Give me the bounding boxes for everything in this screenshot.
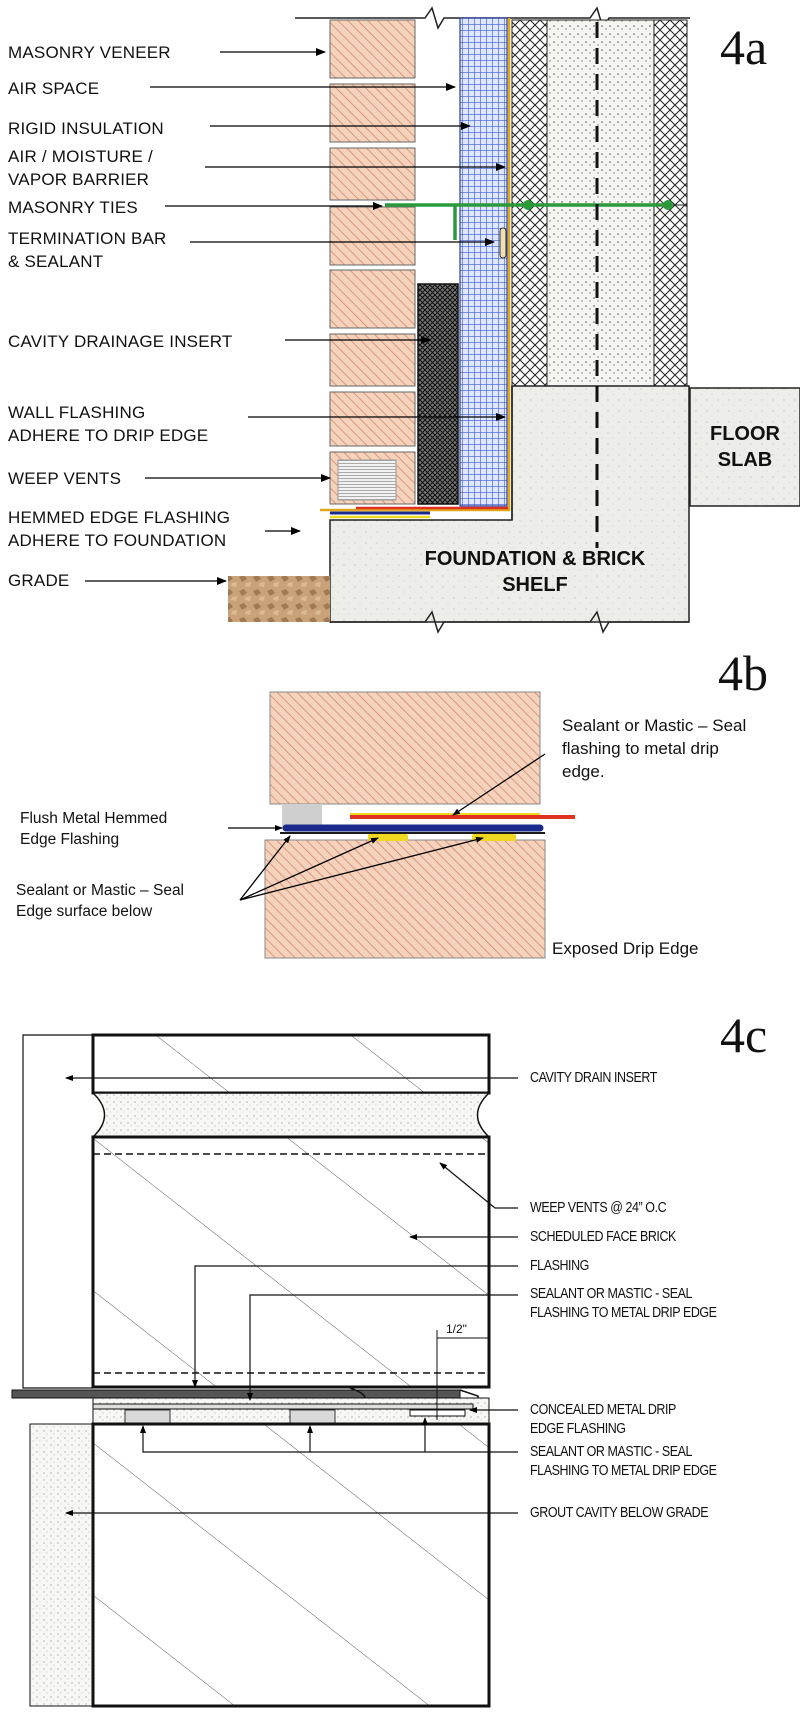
panel-4a-id: 4a [720,19,768,75]
panel-4b-leaders [228,753,546,901]
rigid-insulation [459,17,508,507]
label-cavity-drainage: CAVITY DRAINAGE INSERT [8,332,233,351]
sealant-bead [472,834,516,841]
label-sealant-bottom-4b: Sealant or Mastic – Seal Edge surface be… [16,882,185,920]
label-flush-metal-4b: Flush Metal Hemmed Edge Flashing [20,810,168,848]
label-hemmed-edge: HEMMED EDGE FLASHING ADHERE TO FOUNDATIO… [8,508,231,550]
label-sealant-1-4c: SEALANT OR MASTIC - SEAL FLASHING TO MET… [530,1286,717,1321]
label-cavity-drain-4c: CAVITY DRAIN INSERT [530,1070,657,1086]
foundation-label: FOUNDATION & BRICK SHELF [424,548,646,596]
label-sealant-top-4b: Sealant or Mastic – Seal flashing to met… [562,716,747,781]
upper-brick [269,691,541,805]
sealant-pad [124,1409,171,1425]
panel-4b [228,691,575,959]
wall-flashing [330,506,508,519]
panel-4b-id: 4b [718,645,768,701]
dimension-label-4c: 1/2" [446,1322,467,1336]
panel-4a [85,6,800,634]
lower-brick [264,839,546,959]
label-barrier: AIR / MOISTURE / VAPOR BARRIER [8,147,153,189]
backup-wall-core [546,19,655,387]
cavity-outline [22,1034,93,1389]
bottom-break-line [330,610,689,634]
weep-vent [337,459,397,501]
label-face-brick-4c: SCHEDULED FACE BRICK [530,1229,676,1245]
grout-cavity [29,1423,93,1707]
cavity-drainage-insert [417,283,459,505]
label-exposed-drip-4b: Exposed Drip Edge [552,939,699,958]
label-termination-bar: TERMINATION BAR & SEALANT [8,229,167,271]
sealant-bead-left [282,804,322,828]
masonry-veneer-bricks [329,19,416,505]
panel-4c-leaders [65,1075,518,1516]
panel-4a-leaders [85,48,506,585]
label-wall-flashing: WALL FLASHING ADHERE TO DRIP EDGE [8,403,209,445]
panel-4c [11,1033,518,1708]
panel-4c-id: 4c [720,1007,768,1063]
label-concealed-4c: CONCEALED METAL DRIP EDGE FLASHING [530,1402,676,1437]
tie-fastener [663,200,673,210]
tie-fastener [523,200,533,210]
label-air-space: AIR SPACE [8,79,100,98]
flashing-bar [11,1389,461,1399]
termination-bar [499,227,507,259]
top-brick-4c [91,1033,491,1095]
label-sealant-2-4c: SEALANT OR MASTIC - SEAL FLASHING TO MET… [530,1444,717,1479]
label-rigid-insulation: RIGID INSULATION [8,119,164,138]
mortar-joint-top [91,1092,491,1138]
bottom-brick-4c [91,1422,491,1708]
dimension-half-inch [436,1330,489,1420]
sealant-pad [289,1409,336,1425]
floor-slab [689,387,800,507]
label-weep-vents: WEEP VENTS [8,469,122,488]
floor-slab-label: FLOOR SLAB [710,423,780,471]
label-masonry-veneer: MASONRY VENEER [8,43,171,62]
label-flashing-4c: FLASHING [530,1258,589,1274]
label-grade: GRADE [8,571,70,590]
label-grout-4c: GROUT CAVITY BELOW GRADE [530,1505,709,1521]
label-weep-vents-4c: WEEP VENTS @ 24” O.C [530,1200,667,1216]
label-masonry-ties: MASONRY TIES [8,198,138,217]
air-vapor-barrier-line [320,18,511,512]
grade-soil [228,576,330,622]
face-brick-4c [91,1135,491,1389]
